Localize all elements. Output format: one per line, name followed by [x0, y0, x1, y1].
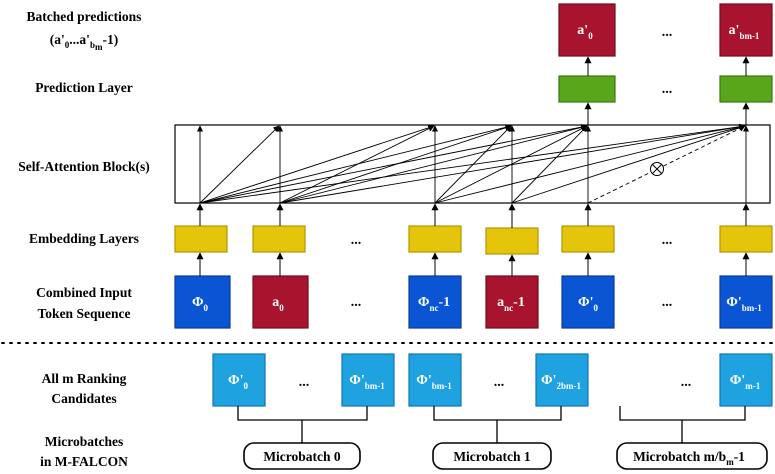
microbatches-label-line2: in M-FALCON	[40, 454, 128, 469]
microbatch-0-box	[243, 442, 361, 470]
candidate-0	[212, 353, 266, 407]
token-phi-prime-bm-label: Φ'bm-1	[726, 295, 762, 313]
candidate-ellipsis-2: ...	[494, 375, 505, 390]
microbatch-0-label: Microbatch 0	[263, 449, 341, 464]
token-a-nc	[485, 275, 539, 329]
output-ellipsis: ...	[662, 25, 673, 40]
embedding-box-phi-prime-bm	[719, 225, 773, 253]
prediction-layer-box-0	[558, 75, 616, 103]
prediction-outputs: a'0 ... a'bm-1	[558, 3, 773, 57]
prediction-layer: ...	[558, 56, 773, 103]
embedding-layers: ... ...	[174, 203, 773, 255]
token-phi0	[174, 275, 231, 329]
candidate-1-label: Φ'bm-1	[349, 373, 385, 391]
candidate-3	[535, 353, 589, 407]
ranking-candidates-label-line2: Candidates	[51, 391, 116, 406]
microbatch-last-box	[616, 442, 768, 470]
token-phi-prime-bm	[719, 275, 773, 329]
candidate-1	[341, 353, 395, 407]
candidate-ellipsis-3: ...	[681, 375, 692, 390]
candidate-ellipsis-1: ...	[299, 375, 310, 390]
combined-input-label-line1: Combined Input	[36, 285, 132, 300]
input-tokens: Φ0 a0 Φnc-1 anc-1 Φ'0 ... Φ'bm-1 ...	[174, 252, 773, 329]
self-attention-label: Self-Attention Block(s)	[18, 159, 150, 174]
ranking-candidates-label-line1: All m Ranking	[42, 371, 127, 386]
token-a-nc-label: anc-1	[497, 295, 525, 313]
token-phi-nc-label: Φnc-1	[418, 295, 450, 313]
embedding-box-phi-nc	[408, 225, 462, 253]
microbatch-labels: Microbatch 0 Microbatch 1 Microbatch m/b…	[243, 442, 768, 470]
microbatch-1-label: Microbatch 1	[453, 449, 531, 464]
embedding-ellipsis-2: ...	[662, 233, 673, 248]
microbatch-brackets	[237, 406, 746, 443]
token-ellipsis-1: ...	[351, 295, 362, 310]
candidate-3-label: Φ'2bm-1	[541, 373, 581, 391]
embedding-layers-label: Embedding Layers	[29, 231, 139, 246]
embedding-box-a-nc	[485, 227, 539, 255]
attention-connections	[196, 123, 750, 204]
embedding-box-a0	[252, 225, 306, 253]
candidate-2	[408, 353, 462, 407]
output-label-a-prime-0: a'0	[577, 23, 593, 41]
candidate-2-label: Φ'bm-1	[416, 373, 452, 391]
output-box-a-prime-bm	[719, 3, 773, 57]
self-attention-block	[174, 124, 771, 204]
combined-input-label-line2: Token Sequence	[38, 306, 131, 321]
batched-predictions-range: (a'0...a'bm-1)	[50, 32, 118, 52]
output-box-a-prime-0	[558, 3, 616, 57]
batched-predictions-label: Batched predictions	[27, 9, 142, 24]
token-phi-nc	[408, 275, 462, 329]
microbatch-last-label: Microbatch m/bm-1	[633, 449, 745, 467]
embedding-ellipsis-1: ...	[351, 233, 362, 248]
row-labels: Batched predictions (a'0...a'bm-1) Predi…	[18, 9, 150, 469]
microbatch-1-box	[432, 442, 552, 470]
candidate-4-label: Φ'm-1	[730, 373, 761, 391]
candidate-4	[719, 353, 773, 407]
token-a0-label: a0	[272, 295, 284, 313]
prediction-layer-label: Prediction Layer	[35, 80, 133, 95]
token-phi0-label: Φ0	[192, 295, 209, 313]
token-phi-prime-0-label: Φ'0	[578, 295, 599, 313]
embedding-box-phi0	[174, 225, 228, 253]
microbatches-label-line1: Microbatches	[45, 434, 123, 449]
prediction-layer-ellipsis: ...	[662, 82, 673, 97]
embedding-box-phi-prime-0	[561, 225, 615, 253]
output-label-a-prime-bm: a'bm-1	[729, 23, 760, 41]
token-a0	[252, 275, 309, 329]
prediction-layer-box-bm	[719, 75, 773, 103]
candidate-0-label: Φ'0	[228, 373, 249, 391]
token-ellipsis-2: ...	[662, 295, 673, 310]
ranking-candidates: Φ'0 ... Φ'bm-1 Φ'bm-1 ... Φ'2bm-1 ... Φ'…	[212, 353, 773, 407]
